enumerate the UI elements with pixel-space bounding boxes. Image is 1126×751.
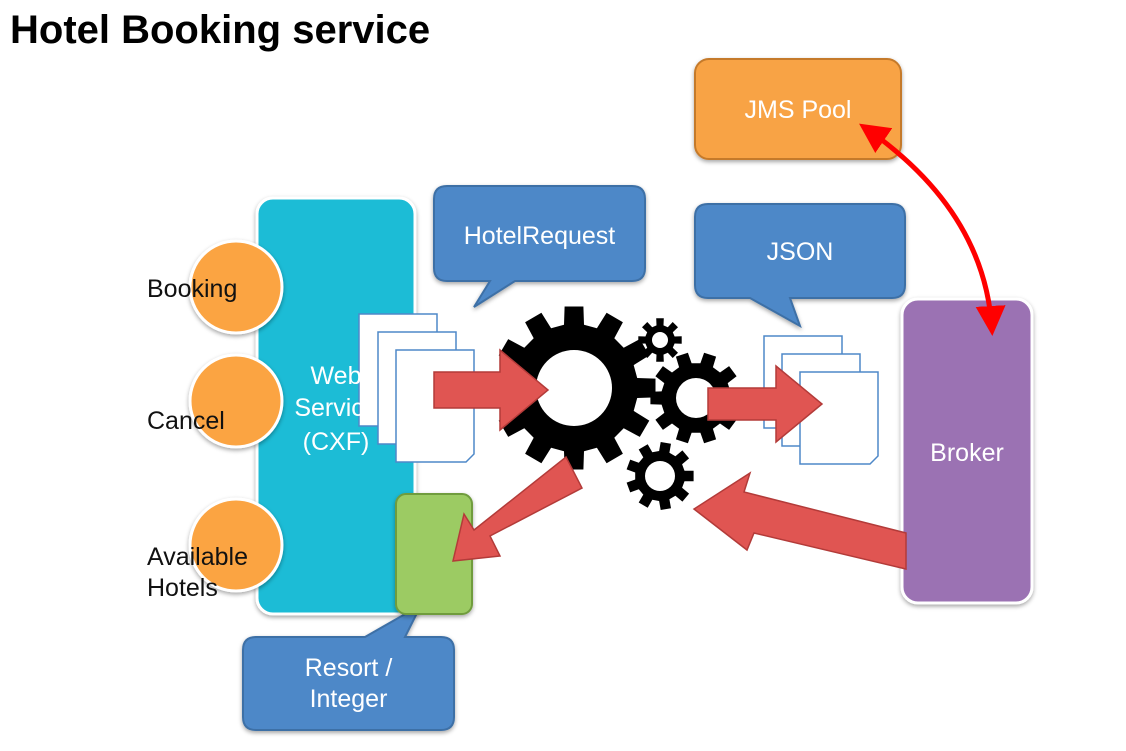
- web-service-label-line2: Service: [294, 394, 378, 422]
- booking-label: Booking: [147, 275, 238, 303]
- jms-pool-label: JMS Pool: [744, 96, 852, 124]
- resort-integer-label-line2: Integer: [309, 685, 388, 713]
- available-hotels-label-line2: Hotels: [147, 574, 218, 602]
- small-gear-top-icon: [638, 318, 682, 362]
- arrow-request-to-gears: [433, 348, 550, 432]
- cancel-label: Cancel: [147, 407, 225, 435]
- arrow-broker-to-gears: [692, 471, 907, 570]
- web-service-label-line3: (CXF): [302, 428, 370, 456]
- booking-circle: [188, 239, 284, 335]
- page-title: Hotel Booking service: [10, 8, 431, 52]
- broker-label: Broker: [930, 439, 1004, 467]
- resort-integer-label-line1: Resort /: [304, 654, 393, 682]
- hotel-request-label: HotelRequest: [463, 222, 616, 250]
- arrow-gears-to-json: [707, 364, 824, 444]
- jms-pool-box: [694, 58, 902, 160]
- available-hotels-label-line1: Available: [147, 543, 249, 571]
- small-gear-bottom-icon: [626, 442, 694, 510]
- arrow-gears-to-result: [452, 455, 584, 562]
- hotel-request-callout: [433, 185, 646, 308]
- cancel-circle: [188, 353, 284, 449]
- large-gear-icon: [492, 306, 656, 470]
- json-label: JSON: [766, 238, 834, 266]
- available-hotels-circle: [188, 497, 284, 593]
- resort-integer-callout: [242, 602, 455, 731]
- web-service-label-line1: Web: [310, 362, 362, 390]
- jms-broker-link: [859, 123, 1006, 336]
